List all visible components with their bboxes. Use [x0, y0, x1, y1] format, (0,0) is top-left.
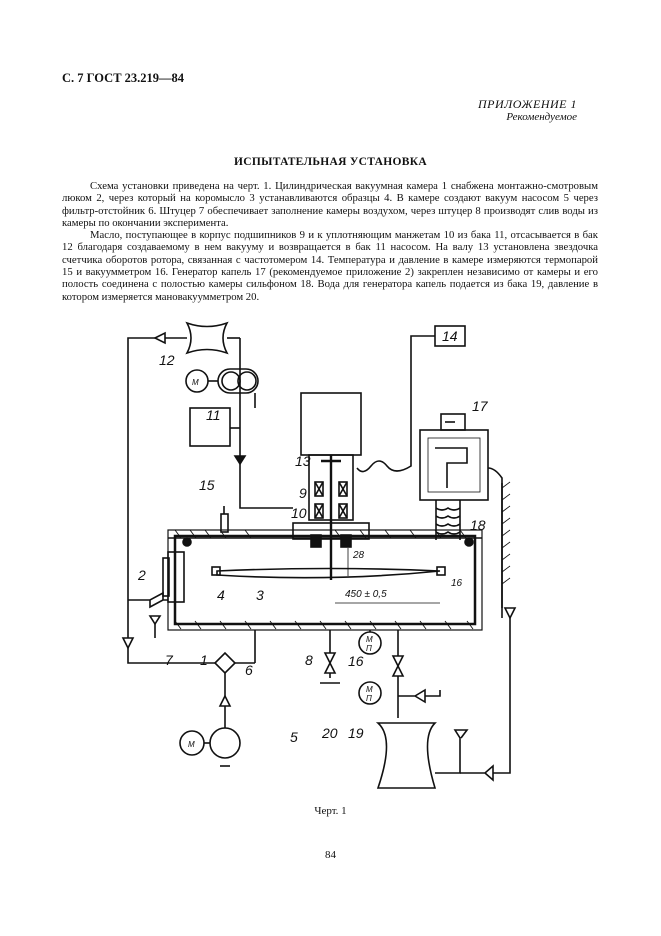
rotor-arm: [211, 566, 446, 579]
bearing-housing: [292, 392, 370, 580]
section-title: ИСПЫТАТЕЛЬНАЯ УСТАНОВКА: [234, 156, 427, 168]
callout-12: 12: [159, 352, 175, 368]
paragraph-2: Масло, поступающее в корпус подшипников …: [62, 229, 598, 303]
vacuum-pump: [179, 630, 256, 767]
callout-17: 17: [472, 398, 489, 414]
gauge-16-letter-m: М: [366, 635, 373, 644]
callout-9: 9: [299, 485, 307, 501]
callout-7: 7: [165, 652, 174, 668]
appendix-status: Рекомендуемое: [506, 111, 577, 123]
dim-gap-a: 28: [352, 550, 365, 561]
callout-labels: 11 12 13 14 15 16 17 18 9 10 2 3 4 7 1 6…: [137, 328, 489, 745]
callout-8: 8: [305, 652, 313, 668]
oil-pump: [185, 368, 259, 394]
water-tank: [358, 607, 517, 789]
motor-12-letter: М: [192, 378, 199, 387]
vacuum-chamber: [162, 529, 483, 631]
oil-tank-11: [189, 393, 293, 509]
component-letters: М П М П М М: [188, 378, 373, 749]
callout-15: 15: [199, 477, 215, 493]
motor-5-letter: М: [188, 740, 195, 749]
frequency-meter: [356, 325, 466, 473]
wall: [501, 481, 511, 618]
callout-1: 1: [200, 652, 208, 668]
callout-18: 18: [470, 517, 486, 533]
dim-arm-span: 450 ± 0,5: [345, 589, 387, 600]
oil-tank-12: [153, 321, 241, 428]
callout-6: 6: [245, 662, 253, 678]
callout-2: 2: [137, 567, 146, 583]
callout-5: 5: [290, 729, 298, 745]
callout-14: 14: [442, 328, 458, 344]
drain-valve: [320, 630, 382, 684]
callout-20: 20: [321, 725, 338, 741]
test-rig-schematic: 11 12 13 14 15 16 17 18 9 10 2 3 4 7 1 6…: [121, 321, 517, 789]
callout-13: 13: [295, 453, 311, 469]
figure-caption: Черт. 1: [314, 805, 347, 817]
thermocouple: [220, 513, 229, 533]
gauge-20-letter-p: П: [366, 694, 372, 703]
callout-19: 19: [348, 725, 364, 741]
document-header: С. 7 ГОСТ 23.219—84: [62, 71, 185, 85]
callout-16: 16: [348, 653, 364, 669]
appendix-label: ПРИЛОЖЕНИЕ 1: [478, 97, 577, 111]
callout-11: 11: [206, 407, 221, 423]
callout-4: 4: [217, 587, 225, 603]
gauge-20-letter-m: М: [366, 685, 373, 694]
callout-3: 3: [256, 587, 264, 603]
callout-10: 10: [291, 505, 307, 521]
dim-gap-b: 16: [451, 578, 463, 589]
paragraph-1: Схема установки приведена на черт. 1. Ци…: [62, 180, 598, 229]
body-text: Схема установки приведена на черт. 1. Ци…: [62, 180, 598, 303]
dimensions: 450 ± 0,5 28 16: [345, 550, 463, 600]
gauge-16-letter-p: П: [366, 644, 372, 653]
left-pipework: [121, 337, 215, 664]
page-number: 84: [325, 849, 336, 861]
